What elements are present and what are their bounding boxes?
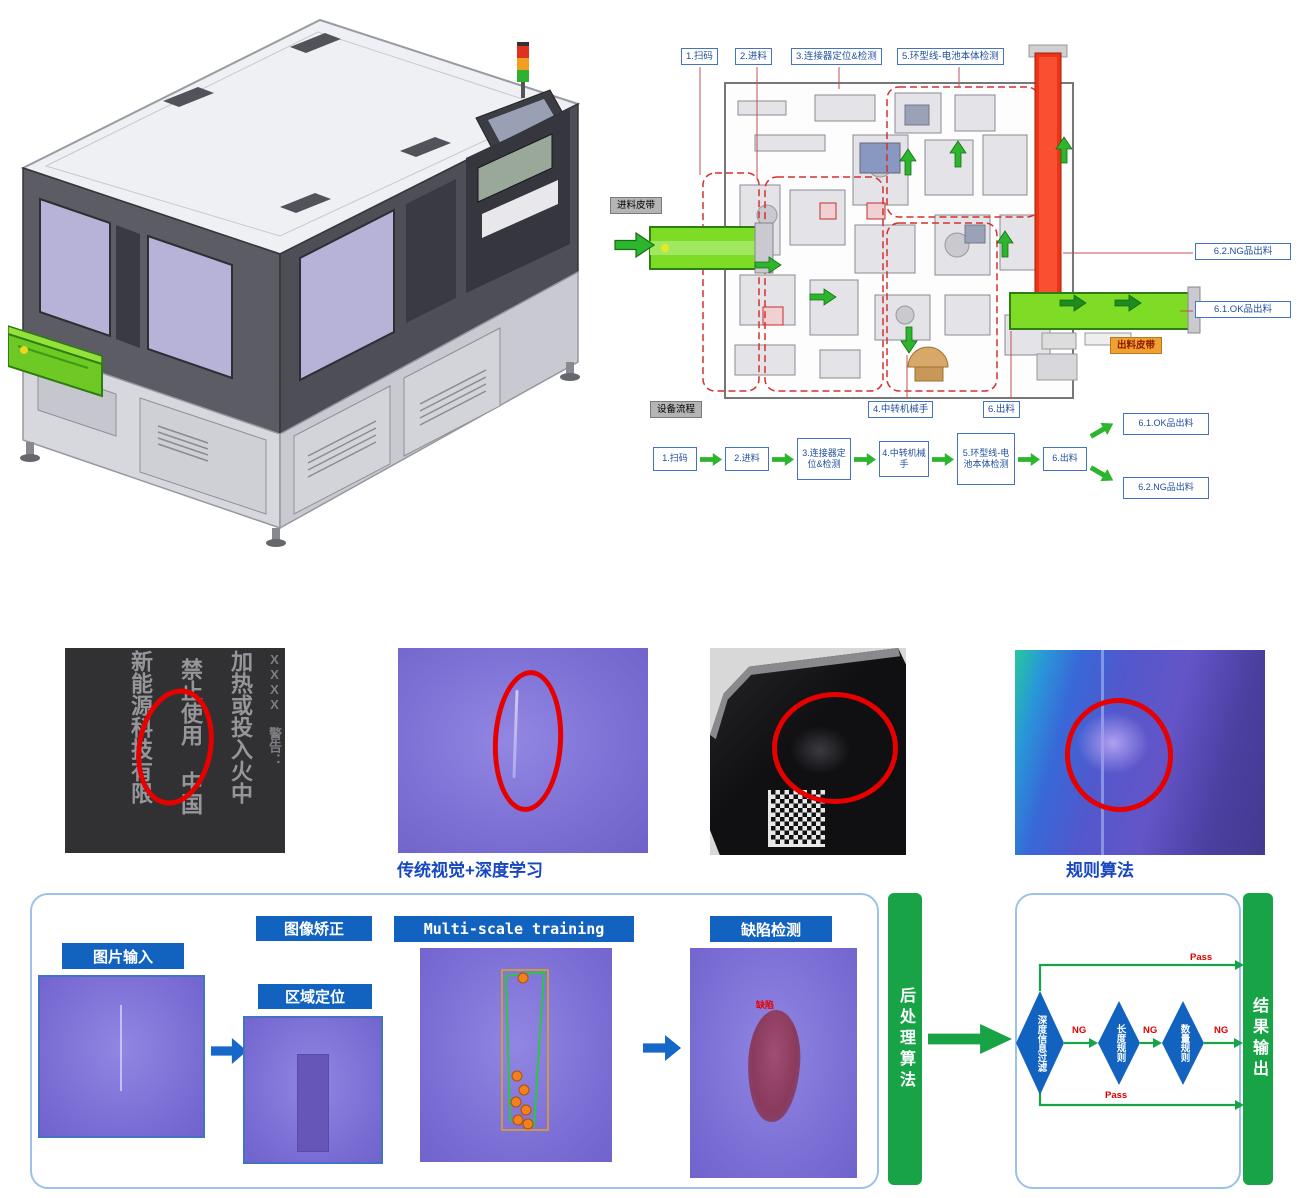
training-annotations [501, 969, 549, 1131]
label-text-col: 禁止使用 中国 [178, 658, 203, 815]
station-label-feed: 2.进料 [735, 48, 772, 66]
pipeline-step-train: Multi-scale training [394, 916, 634, 942]
layout-diagram: 1.扫码 2.进料 3.连接器定位&检测 5.环型线-电池本体检测 进料皮带 6… [605, 15, 1300, 560]
located-region [297, 1054, 329, 1152]
layout-diagram-graphics [614, 44, 1201, 399]
label-text-col: 新能源科技有限 [128, 650, 153, 804]
infeed-belt-label: 进料皮带 [610, 197, 663, 215]
ng-label: NG [1143, 1025, 1158, 1036]
pipeline-image-training [420, 948, 612, 1162]
ng-label: NG [1072, 1025, 1087, 1036]
pipeline-step-locate: 区域定位 [258, 984, 372, 1009]
pipeline-step-detect: 缺陷检测 [710, 916, 832, 942]
unload-label: 6.出料 [983, 401, 1020, 419]
sample-image-label-print: XXXX 警告： 加热或投入火中 禁止使用 中国 新能源科技有限 [65, 648, 285, 853]
dent-blob [1077, 712, 1149, 774]
station-label-scan: 1.扫码 [681, 48, 718, 66]
ok-out-label: 6.1.OK品出料 [1195, 301, 1291, 319]
pipeline-step-input: 图片输入 [62, 943, 184, 969]
pipeline-image-input [38, 975, 205, 1138]
result-output-bar: 结果输出 [1243, 893, 1273, 1185]
flow-step-scan: 1.扫码 [653, 447, 697, 471]
flow-step-feed: 2.进料 [725, 447, 769, 471]
flow-step-connector: 3.连接器定位&检测 [797, 438, 851, 480]
station-label-ring: 5.环型线-电池本体检测 [897, 48, 1004, 66]
label-text-col: 加热或投入火中 [228, 650, 253, 804]
sample-image-battery-corner [710, 648, 906, 855]
post-processing-bar: 后处理算法 [888, 893, 922, 1185]
outfeed-belt-label: 出料皮带 [1110, 337, 1163, 355]
ng-out-label: 6.2.NG品出料 [1195, 243, 1291, 261]
ng-label: NG [1214, 1025, 1229, 1036]
caption-rule-algorithm: 规则算法 [1066, 861, 1134, 880]
flow-step-ring: 5.环型线-电池本体检测 [957, 433, 1015, 485]
flow-output-ng: 6.2.NG品出料 [1123, 477, 1209, 499]
machine-3d-render [8, 18, 581, 547]
pipeline-arrow-icon [928, 1024, 1012, 1054]
station-label-connector: 3.连接器定位&检测 [791, 48, 882, 66]
pipeline-image-located [243, 1016, 383, 1164]
flow-output-ok: 6.1.OK品出料 [1123, 413, 1209, 435]
sample-image-dent-3d [1015, 650, 1265, 855]
defect-marker-ellipse [489, 668, 567, 814]
defect-tag: 缺陷 [756, 1000, 775, 1010]
robot-label: 4.中转机械手 [868, 401, 934, 419]
process-title-label: 设备流程 [650, 401, 703, 419]
pipeline-step-correct: 图像矫正 [256, 916, 372, 941]
defect-marker-ellipse [772, 692, 898, 804]
pipeline-image-detected: 缺陷 [690, 948, 857, 1178]
label-text-col: XXXX 警告： [267, 652, 282, 766]
defect-blob [745, 1008, 803, 1124]
flow-step-unload: 6.出料 [1043, 447, 1087, 471]
pass-label: Pass [1105, 1090, 1128, 1101]
scratch-mark [120, 1005, 122, 1091]
pass-label: Pass [1190, 952, 1213, 963]
caption-deep-learning: 传统视觉+深度学习 [397, 861, 543, 880]
flow-step-robot: 4.中转机械手 [879, 441, 929, 477]
sample-image-scratch [398, 648, 648, 853]
